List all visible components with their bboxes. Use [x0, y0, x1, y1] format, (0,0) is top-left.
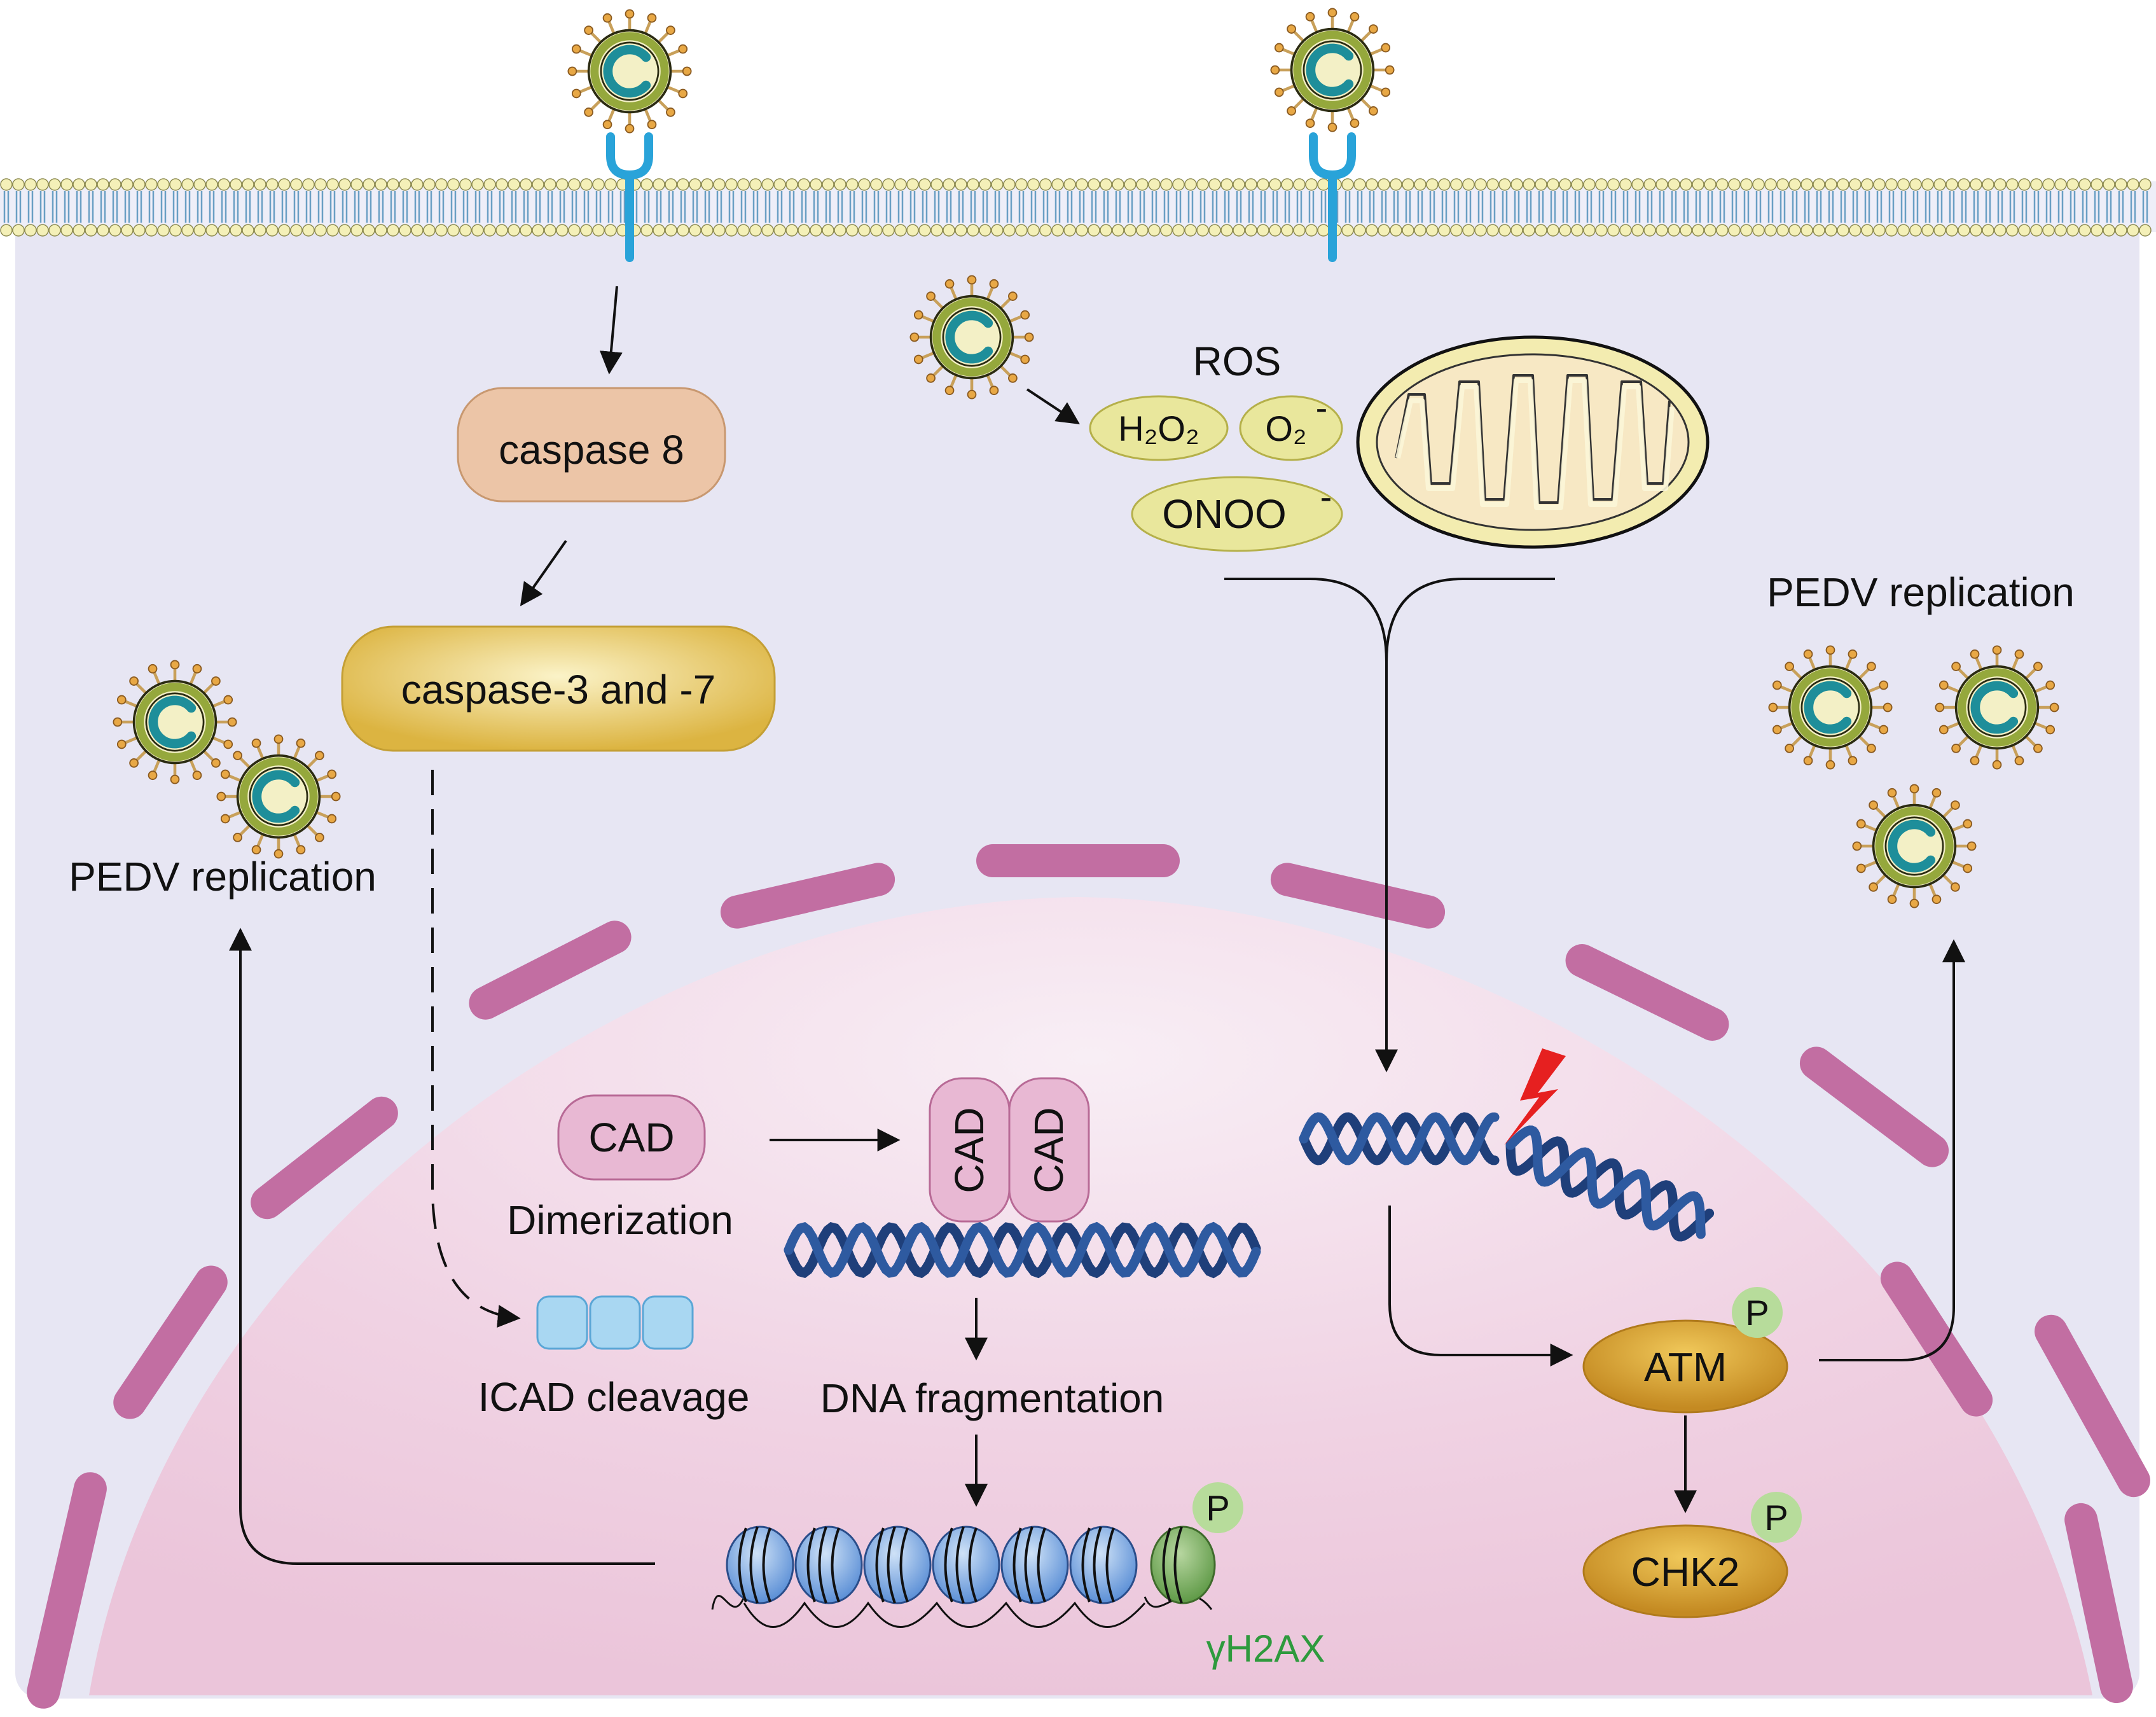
- virus-right-2-icon: [1935, 646, 2058, 768]
- chk2-label: CHK2: [1631, 1549, 1740, 1595]
- plasma-membrane: [0, 178, 2156, 237]
- gh2ax-label: γH2AX: [1206, 1627, 1325, 1670]
- arrow-atm-to-pedv-right: [1819, 939, 1965, 1361]
- icad-fragments: [536, 1295, 694, 1350]
- atm-node: [1582, 1319, 1788, 1414]
- dna-fragmentation-label: DNA fragmentation: [820, 1375, 1164, 1421]
- virus-right-1-icon: [1769, 646, 1891, 768]
- nucleosome-2-icon: [794, 1526, 863, 1604]
- dashed-arrow-to-icad: [431, 770, 521, 1328]
- ros-label: ROS: [1193, 338, 1282, 384]
- atm-phospho-badge: [1732, 1287, 1783, 1338]
- chromatin: P: [711, 1482, 1243, 1628]
- o2-label: O₂: [1265, 408, 1306, 448]
- lightning-icon: [1504, 1048, 1566, 1145]
- dimerization-label: Dimerization: [507, 1197, 733, 1243]
- nucleosome-5-icon: [1000, 1526, 1069, 1604]
- virus-left-2-icon: [217, 735, 340, 858]
- virus-bound-left-icon: [568, 10, 691, 132]
- damaged-dna: [1299, 1112, 1715, 1242]
- cad-dimer-a-label: CAD: [946, 1107, 992, 1193]
- nuclear-envelope: [27, 844, 2150, 1709]
- cad-dimer: CAD CAD: [929, 1077, 1090, 1223]
- virus-bound-right-icon: [1271, 8, 1393, 131]
- h2o2-node: [1089, 395, 1229, 461]
- pedv-right-label: PEDV replication: [1767, 569, 2075, 615]
- cad-monomer-node: [557, 1094, 706, 1181]
- receptor-right: [1309, 132, 1356, 262]
- onoo-label: ONOO: [1162, 491, 1287, 537]
- h2o2-label: H₂O₂: [1118, 408, 1199, 448]
- gh2ax-phospho-label: P: [1206, 1488, 1229, 1528]
- cad-dimer-b-label: CAD: [1026, 1107, 1072, 1193]
- atm-label: ATM: [1644, 1344, 1727, 1390]
- gh2ax-nucleosome-icon: [1150, 1526, 1216, 1604]
- arrow-dna-to-atm: [1388, 1206, 1573, 1366]
- onoo-node: [1131, 476, 1343, 552]
- caspase37-label: caspase-3 and -7: [401, 667, 716, 713]
- caspase8-node: [457, 387, 726, 503]
- virus-ros-trigger-icon: [910, 275, 1033, 398]
- caspase37-node: [341, 625, 776, 752]
- onoo-charge: -: [1320, 476, 1332, 517]
- intact-dna: [784, 1221, 1261, 1279]
- nucleosome-6-icon: [1069, 1526, 1138, 1604]
- o2-node: [1239, 395, 1343, 461]
- arrow-caspase8-to-caspase37: [520, 539, 567, 606]
- arrow-receptor-to-caspase8: [599, 286, 623, 375]
- nucleosome-4-icon: [932, 1526, 1000, 1604]
- gh2ax-phospho-badge: [1192, 1482, 1243, 1533]
- chk2-phospho-label: P: [1764, 1498, 1788, 1538]
- atm-phospho-label: P: [1745, 1293, 1769, 1333]
- caspase8-label: caspase 8: [499, 427, 684, 473]
- nucleosome-1-icon: [726, 1526, 794, 1604]
- o2-charge: -: [1316, 387, 1328, 428]
- virus-left-1-icon: [113, 660, 236, 783]
- cad-monomer-label: CAD: [588, 1115, 674, 1160]
- receptor-left: [606, 132, 653, 262]
- icad-label: ICAD cleavage: [478, 1374, 750, 1420]
- nucleosome-3-icon: [863, 1526, 932, 1604]
- mitochondrion-icon: [1356, 335, 1710, 549]
- pedv-left-label: PEDV replication: [69, 854, 377, 900]
- arrow-chromatin-to-pedv-left: [229, 928, 655, 1565]
- chk2-node: [1582, 1524, 1788, 1618]
- chk2-phospho-badge: [1751, 1492, 1802, 1543]
- arrow-virus-to-ros: [1026, 388, 1081, 424]
- virus-right-3-icon: [1853, 784, 1975, 907]
